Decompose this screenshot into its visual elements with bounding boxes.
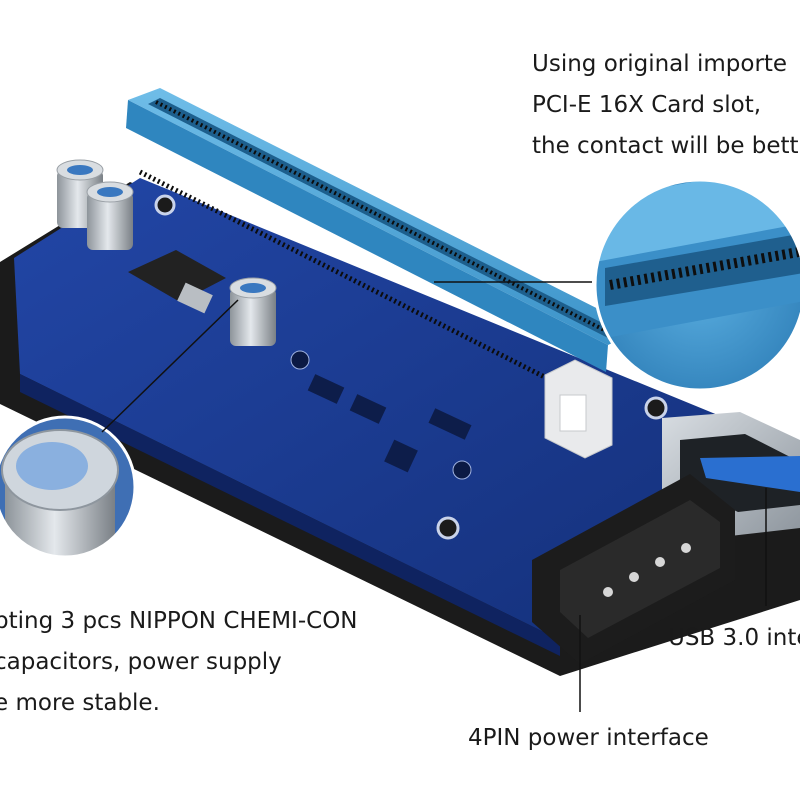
caption-line: 4PIN power interface	[468, 725, 709, 751]
caption-line: USB 3.0 inte	[668, 625, 800, 651]
caption-line: PCI-E 16X Card slot,	[532, 92, 762, 118]
molex-4pin-connector	[532, 474, 735, 664]
capacitor-zoom-inset	[0, 415, 137, 559]
capacitor-pointer-line	[101, 299, 239, 433]
pcie-slot-caption: Using original importe PCI-E 16X Card sl…	[532, 44, 799, 167]
caption-line: e more stable.	[0, 690, 160, 716]
caption-line: the contact will be bett	[532, 133, 799, 159]
pcb-edge	[20, 374, 560, 656]
voltage-regulator	[128, 250, 226, 314]
capacitor-2	[86, 181, 134, 250]
capacitors-caption: pting 3 pcs NIPPON CHEMI-CON capacitors,…	[0, 601, 358, 724]
pcie-x16-slot	[126, 88, 640, 459]
caption-line: Using original importe	[532, 51, 788, 77]
smd-components	[290, 350, 472, 480]
mounting-holes	[154, 194, 668, 540]
usb-caption: USB 3.0 inte	[668, 618, 800, 659]
caption-line: capacitors, power supply	[0, 649, 282, 675]
caption-line: pting 3 pcs NIPPON CHEMI-CON	[0, 608, 358, 634]
capacitor-3	[229, 277, 277, 346]
power-caption: 4PIN power interface	[468, 718, 709, 759]
slot-zoom-inset	[593, 178, 800, 392]
